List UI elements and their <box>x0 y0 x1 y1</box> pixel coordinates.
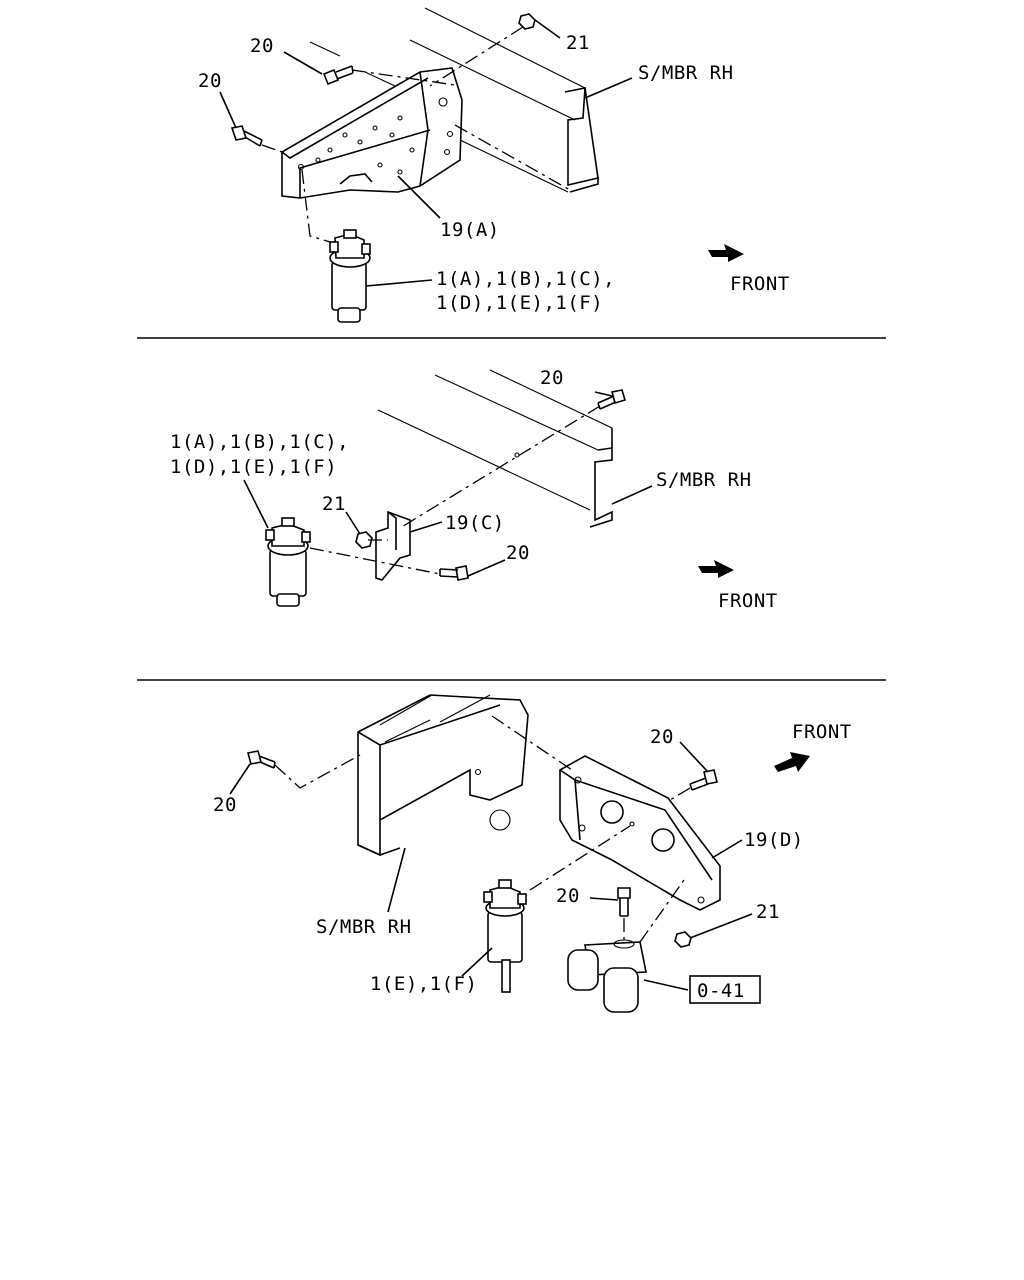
label-filter-line2: 1(D),1(E),1(F) <box>436 292 603 314</box>
panel-c: 20 1(A),1(B),1(C), 1(D),1(E),1(F) 21 19(… <box>170 367 778 612</box>
bolt-icon <box>322 65 354 86</box>
front-arrow-icon <box>698 560 734 578</box>
bracket-19c <box>375 510 411 581</box>
bracket-19d <box>559 755 721 911</box>
side-member-c <box>377 369 613 528</box>
label-bolt-20: 20 <box>540 367 564 389</box>
label-side-member: S/MBR RH <box>656 469 752 491</box>
label-front: FRONT <box>730 273 790 295</box>
reference-box[interactable]: 0-41 <box>689 975 761 1004</box>
nut-icon <box>674 931 692 948</box>
bolt-icon <box>689 769 718 791</box>
panel-a: 20 20 21 S/MBR RH 19(A) 1(A),1(B),1(C), … <box>198 7 790 323</box>
fuel-filter <box>265 517 311 607</box>
label-nut-21: 21 <box>756 901 780 923</box>
label-filter-line1: 1(A),1(B),1(C), <box>170 431 349 453</box>
label-bolt-20: 20 <box>506 542 530 564</box>
label-reference[interactable]: 0-41 <box>697 980 745 1002</box>
fuel-filter-assembly <box>567 939 647 1013</box>
panel-d: FRONT 20 20 19(D) 20 21 S/MBR RH 1(E),1(… <box>213 694 852 1013</box>
label-bolt-20: 20 <box>250 35 274 57</box>
label-bracket: 19(A) <box>440 219 500 241</box>
label-filter-line2: 1(D),1(E),1(F) <box>170 456 337 478</box>
nut-icon <box>355 531 373 549</box>
label-front: FRONT <box>718 590 778 612</box>
side-member-d <box>357 694 529 857</box>
fuel-filter <box>329 229 371 323</box>
bolt-icon <box>617 887 631 917</box>
label-bolt-20: 20 <box>556 885 580 907</box>
label-bolt-20: 20 <box>198 70 222 92</box>
label-side-member: S/MBR RH <box>316 916 412 938</box>
label-side-member: S/MBR RH <box>638 62 734 84</box>
front-arrow-icon <box>774 752 810 772</box>
fuel-filter <box>483 879 527 993</box>
label-front: FRONT <box>792 721 852 743</box>
bolt-icon <box>247 750 276 769</box>
label-bolt-20: 20 <box>650 726 674 748</box>
label-nut-21: 21 <box>566 32 590 54</box>
nut-icon <box>518 13 536 30</box>
bolt-icon <box>439 565 469 581</box>
bracket-19a <box>281 67 463 199</box>
label-bolt-20: 20 <box>213 794 237 816</box>
side-member-a <box>309 7 599 193</box>
label-bracket: 19(D) <box>744 829 804 851</box>
front-arrow-icon <box>708 244 744 262</box>
label-filter: 1(E),1(F) <box>370 973 477 995</box>
label-nut-21: 21 <box>322 493 346 515</box>
label-filter-line1: 1(A),1(B),1(C), <box>436 268 615 290</box>
bolt-icon <box>230 125 263 147</box>
label-bracket: 19(C) <box>445 512 505 534</box>
